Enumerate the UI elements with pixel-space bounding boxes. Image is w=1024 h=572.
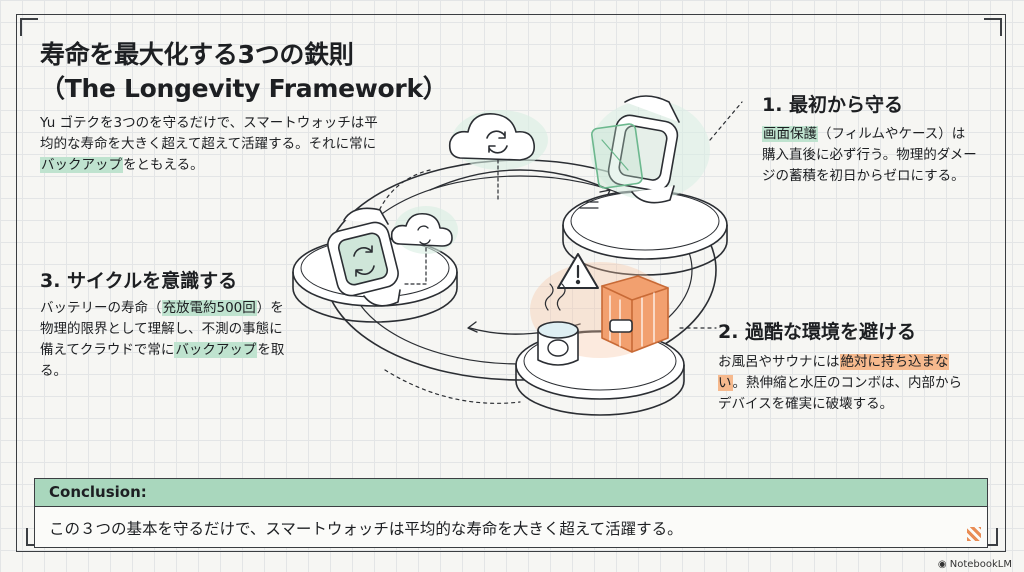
section-3-highlight-b: バックアップ xyxy=(174,342,258,358)
title-line-1: 寿命を最大化する3つの鉄則 xyxy=(40,40,354,69)
page-title: 寿命を最大化する3つの鉄則 （The Longevity Framework） xyxy=(40,38,460,106)
title-line-2: （The Longevity Framework） xyxy=(40,74,448,103)
section-2-text-a: お風呂やサウナには xyxy=(718,354,840,370)
section-3-text-a: バッテリーの寿命（ xyxy=(40,300,162,316)
section-3-text-b: ）を物理的限界として理解し、不測の事態に備えてクラウドで常に xyxy=(40,300,284,358)
conclusion-label: Conclusion: xyxy=(35,479,987,507)
platform-protect xyxy=(562,190,728,276)
lifecycle-diagram xyxy=(292,95,743,416)
intro-text-b: をともえる。 xyxy=(123,157,204,173)
water-cup-icon xyxy=(537,283,579,366)
intro-highlight: バックアップ xyxy=(40,157,123,173)
cloud-sync-icon xyxy=(448,110,548,203)
section-3-body: バッテリーの寿命（充放電約500回）を物理的限界として理解し、不測の事態に備えて… xyxy=(40,298,290,382)
section-1-text: （フィルムやケース）は購入直後に必ず行う。物理的ダメージの蓄積を初日からゼロにす… xyxy=(762,126,977,184)
section-1-heading: 1. 最初から守る xyxy=(762,94,904,116)
corner-mark xyxy=(980,528,998,546)
sync-icon xyxy=(327,206,458,307)
section-1-highlight: 画面保護 xyxy=(762,126,818,142)
watch-icon xyxy=(579,95,710,209)
intro-paragraph: Yu ゴテクを3つのを守るだけで、スマートウォッチは平均的な寿命を大きく超えて超… xyxy=(40,113,380,176)
conclusion-box: Conclusion: この３つの基本を守るだけで、スマートウォッチは平均的な寿… xyxy=(34,478,988,548)
sauna-icon xyxy=(601,275,669,353)
section-3-highlight-a: 充放電約500回 xyxy=(161,300,257,316)
section-2-heading: 2. 過酷な環境を避ける xyxy=(718,321,917,343)
corner-stripe xyxy=(967,527,981,541)
section-3-text-c: を取る。 xyxy=(40,342,285,379)
section-3-heading: 3. サイクルを意識する xyxy=(40,270,238,292)
corner-mark xyxy=(20,18,38,36)
intro-text-a: Yu ゴテクを3つのを守るだけで、スマートウォッチは平均的な寿命を大きく超えて超… xyxy=(40,115,378,152)
brand-watermark: ◉ NotebookLM xyxy=(937,559,1012,570)
corner-mark xyxy=(984,18,1002,36)
brand-name: NotebookLM xyxy=(949,559,1012,570)
outer-frame xyxy=(16,14,1006,552)
section-1-body: 画面保護（フィルムやケース）は購入直後に必ず行う。物理的ダメージの蓄積を初日から… xyxy=(762,124,977,187)
conclusion-text: この３つの基本を守るだけで、スマートウォッチは平均的な寿命を大きく超えて活躍する… xyxy=(49,520,683,538)
section-2-body: お風呂やサウナには絶対に持ち込まない。熱伸縮と水圧のコンボは、内部からデバイスを… xyxy=(718,352,964,415)
section-2-text-b: 。熱伸縮と水圧のコンボは、内部からデバイスを確実に破壊する。 xyxy=(718,375,962,412)
